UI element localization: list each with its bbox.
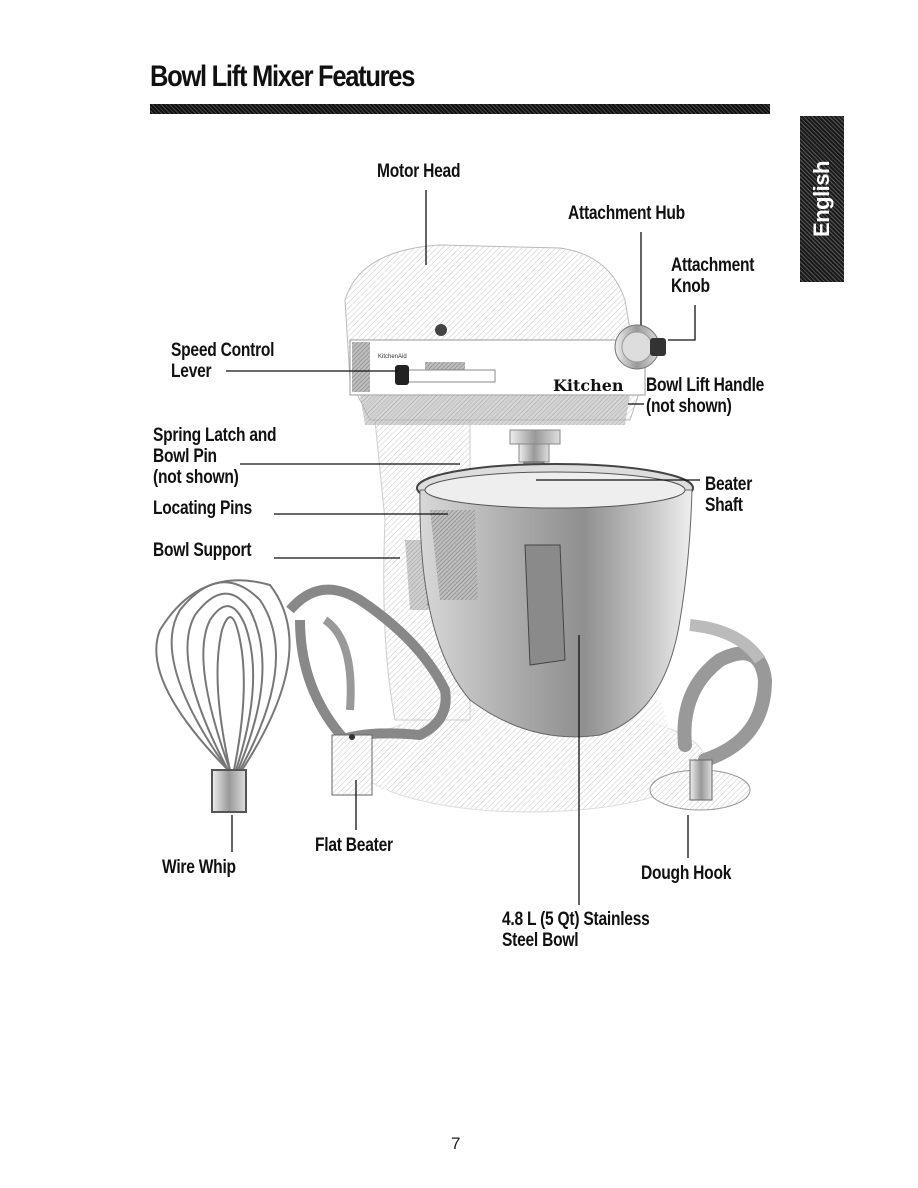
page-number: 7 [451,1134,461,1153]
label-beater-shaft: Beater Shaft [705,474,753,516]
title-rule [150,104,770,114]
svg-text:KitchenAid: KitchenAid [378,354,407,360]
motor-head: KitchenAid Kitchen [344,244,646,425]
label-attachment-hub: Attachment Hub [568,203,685,224]
attachment-hub [614,324,666,370]
stainless-bowl [416,463,694,738]
page-title: Bowl Lift Mixer Features [150,60,415,93]
label-bowl-support: Bowl Support [153,540,252,561]
dough-hook [649,619,773,811]
leader-lines [226,190,700,905]
label-attachment-knob: Attachment Knob [671,255,755,297]
label-wire-whip: Wire Whip [162,857,236,878]
language-tab [800,116,844,282]
label-motor-head: Motor Head [377,161,461,182]
label-bowl-lift-handle: Bowl Lift Handle (not shown) [646,375,765,417]
label-locating-pins: Locating Pins [153,498,252,519]
label-spring-latch: Spring Latch and Bowl Pin (not shown) [153,425,277,488]
brand-text: Kitchen [553,376,624,395]
label-dough-hook: Dough Hook [641,863,732,884]
label-flat-beater: Flat Beater [315,835,393,856]
label-speed-control-lever: Speed Control Lever [171,340,275,382]
wire-whip [155,579,291,813]
flat-beater [286,584,451,796]
label-stainless-bowl: 4.8 L (5 Qt) Stainless Steel Bowl [502,909,650,951]
